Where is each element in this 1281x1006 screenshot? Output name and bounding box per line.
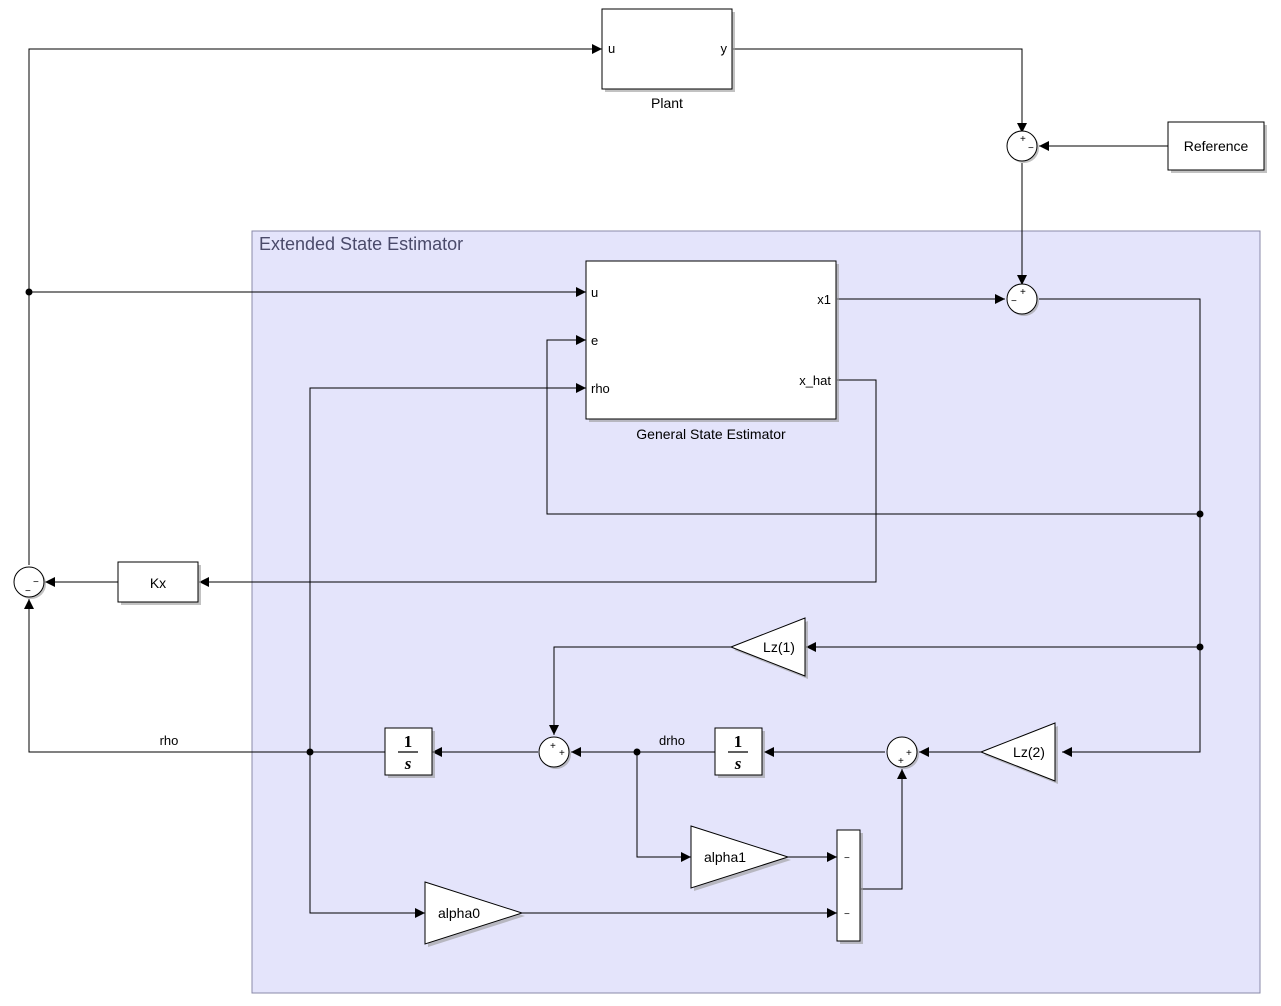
lz2-gain[interactable]: Lz(2) bbox=[979, 722, 1058, 784]
wire-rho-to-alpha0 bbox=[309, 752, 425, 918]
plant-port-u: u bbox=[608, 41, 615, 56]
control-sum-sign-right: − bbox=[33, 577, 39, 588]
junction-error-e bbox=[1196, 510, 1204, 518]
estimator-label: General State Estimator bbox=[636, 426, 786, 442]
alpha1-gain[interactable]: alpha1 bbox=[690, 825, 791, 891]
wire-y-to-sum bbox=[733, 48, 1027, 133]
plant-port-y: y bbox=[721, 41, 728, 56]
wire-u-to-plant bbox=[28, 44, 602, 565]
integrator-1[interactable]: 1 s bbox=[384, 727, 435, 778]
plant-block[interactable]: u y Plant bbox=[601, 8, 735, 111]
reference-label: Reference bbox=[1184, 138, 1249, 154]
alpha-sum-block[interactable]: − − bbox=[836, 829, 863, 944]
rho-sum[interactable]: + + bbox=[538, 736, 571, 769]
rho-sum-sign-top: + bbox=[550, 741, 556, 752]
wire-alphasum-to-sum2 bbox=[861, 769, 907, 890]
lz1-gain[interactable]: Lz(1) bbox=[729, 617, 808, 679]
drho-sum-sign-right: + bbox=[906, 748, 912, 759]
alpha-sum-sign-1: − bbox=[844, 853, 850, 864]
estimator-port-xhat: x_hat bbox=[799, 373, 831, 388]
rho-sum-sign-right: + bbox=[559, 748, 565, 759]
alpha1-label: alpha1 bbox=[704, 849, 746, 865]
wire-rho-to-usum bbox=[24, 599, 385, 753]
lz1-label: Lz(1) bbox=[763, 639, 795, 655]
wire-drho-to-alpha1 bbox=[636, 752, 691, 862]
junction-rho bbox=[306, 748, 314, 756]
drho-sum-sign-bottom: + bbox=[898, 756, 904, 767]
wire-xhat-to-kx bbox=[199, 379, 877, 587]
estimator-block[interactable]: u e rho x1 x_hat General State Estimator bbox=[585, 260, 839, 442]
drho-sum[interactable]: + + bbox=[886, 736, 919, 769]
estimator-port-x1: x1 bbox=[817, 292, 831, 307]
alpha0-gain[interactable]: alpha0 bbox=[424, 881, 525, 947]
wire-rho-to-estimator bbox=[309, 383, 586, 752]
estimator-port-u: u bbox=[591, 285, 598, 300]
integrator-1-denominator: s bbox=[404, 754, 412, 773]
signal-label-rho: rho bbox=[160, 733, 179, 748]
lz2-label: Lz(2) bbox=[1013, 744, 1045, 760]
estimation-error-sum[interactable]: + − bbox=[1006, 283, 1039, 316]
control-sum-sign-bottom: − bbox=[25, 586, 31, 597]
kx-block[interactable]: Kx bbox=[117, 561, 201, 605]
wire-error-to-e bbox=[546, 335, 1200, 515]
junction-drho bbox=[633, 748, 641, 756]
junction-error-lz1 bbox=[1196, 643, 1204, 651]
integrator-2-denominator: s bbox=[734, 754, 742, 773]
integrator-2-numerator: 1 bbox=[734, 732, 743, 751]
plant-label: Plant bbox=[651, 95, 683, 111]
wire-lz1-to-sum bbox=[549, 646, 731, 735]
outer-sum-sign-minus: − bbox=[1028, 143, 1034, 154]
control-sum[interactable]: − − bbox=[13, 566, 46, 599]
subsystem-title: Extended State Estimator bbox=[259, 234, 463, 254]
outer-error-sum[interactable]: + − bbox=[1006, 130, 1039, 163]
alpha0-label: alpha0 bbox=[438, 905, 480, 921]
reference-block[interactable]: Reference bbox=[1167, 121, 1267, 173]
alpha-sum-sign-2: − bbox=[844, 909, 850, 920]
estimator-port-e: e bbox=[591, 333, 598, 348]
signal-label-drho: drho bbox=[659, 733, 685, 748]
integrator-1-numerator: 1 bbox=[404, 732, 413, 751]
junction-u bbox=[25, 288, 33, 296]
error-sum-sign-plus: + bbox=[1020, 287, 1026, 298]
kx-label: Kx bbox=[150, 575, 166, 591]
outer-sum-sign-plus: + bbox=[1020, 134, 1026, 145]
integrator-2[interactable]: 1 s bbox=[714, 727, 765, 778]
wire-error-bus bbox=[1039, 298, 1201, 757]
estimator-port-rho: rho bbox=[591, 381, 610, 396]
error-sum-sign-minus: − bbox=[1011, 296, 1017, 307]
